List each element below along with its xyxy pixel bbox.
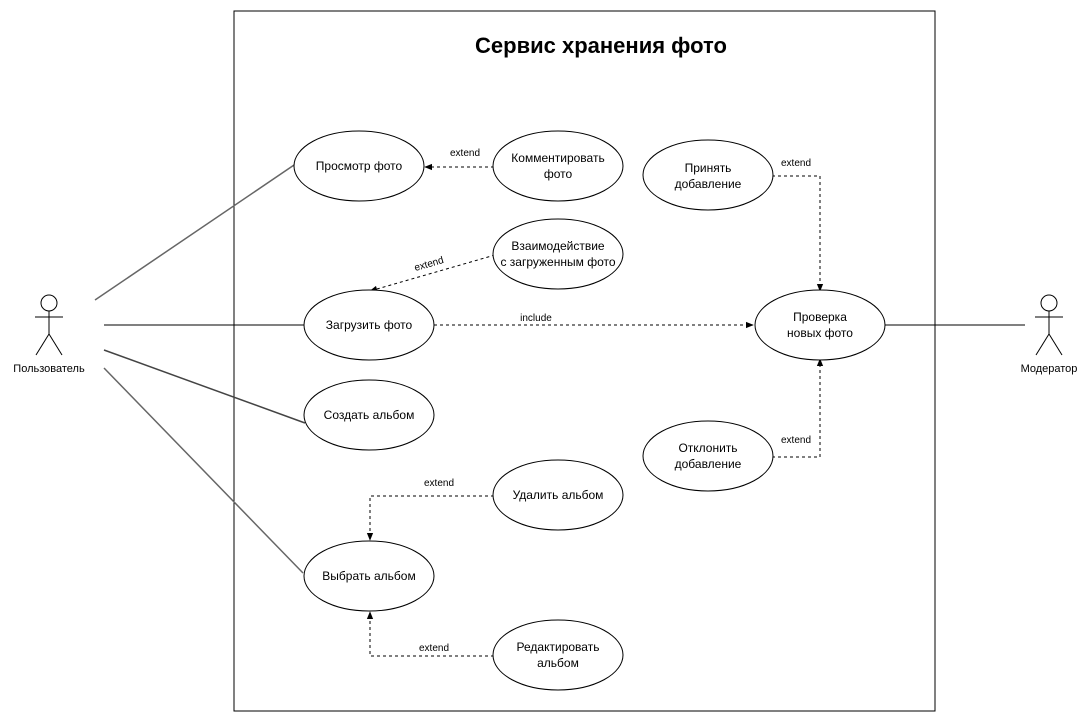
use-case-delete-album[interactable]: Удалить альбом xyxy=(492,459,624,531)
dep-reject-check xyxy=(772,358,824,458)
use-case-label: Выбрать альбом xyxy=(322,569,415,583)
use-case-label: добавление xyxy=(675,457,742,471)
use-case-upload[interactable]: Загрузить фото xyxy=(303,289,435,361)
use-case-reject[interactable]: Отклонить добавление xyxy=(642,420,774,492)
dep-delete-select xyxy=(366,495,494,541)
label-extend-reject-check: extend xyxy=(781,435,811,446)
use-case-label: Комментировать xyxy=(511,151,604,165)
use-case-label: альбом xyxy=(537,656,579,670)
use-case-view[interactable]: Просмотр фото xyxy=(293,130,425,202)
system-boundary xyxy=(233,10,936,712)
use-case-label: Проверка xyxy=(793,310,847,324)
use-case-label: Загрузить фото xyxy=(326,318,413,332)
use-case-check[interactable]: Проверка новых фото xyxy=(754,289,886,361)
actor-moderator[interactable] xyxy=(1035,294,1063,356)
use-case-create-album[interactable]: Создать альбом xyxy=(303,379,435,451)
use-case-edit-album[interactable]: Редактировать альбом xyxy=(492,619,624,691)
label-extend-accept-check: extend xyxy=(781,158,811,169)
assoc-user-create-album xyxy=(103,349,306,424)
use-case-select-album[interactable]: Выбрать альбом xyxy=(303,540,435,612)
use-case-label: Удалить альбом xyxy=(513,488,604,502)
label-include-upload-check: include xyxy=(520,313,552,324)
actor-user-label: Пользователь xyxy=(13,363,85,375)
assoc-user-view xyxy=(94,162,298,301)
use-case-label: Просмотр фото xyxy=(316,159,403,173)
system-title: Сервис хранения фото xyxy=(475,33,727,58)
use-case-label: Редактировать xyxy=(517,640,600,654)
actor-head xyxy=(40,294,58,312)
use-case-label: с загруженным фото xyxy=(500,255,615,269)
actor-head xyxy=(1040,294,1058,312)
user-associations xyxy=(94,162,306,574)
use-case-comment[interactable]: Комментировать фото xyxy=(492,130,624,202)
dep-interact-upload xyxy=(369,254,496,293)
dependencies xyxy=(366,163,824,657)
use-case-interact[interactable]: Взаимодействие с загруженным фото xyxy=(492,218,624,290)
use-case-label: Принять xyxy=(685,161,732,175)
dep-accept-check xyxy=(772,175,824,292)
assoc-user-select-album xyxy=(103,367,304,574)
label-extend-comment-view: extend xyxy=(450,148,480,159)
use-case-label: Отклонить xyxy=(678,441,737,455)
use-case-label: добавление xyxy=(675,177,742,191)
actor-moderator-label: Модератор xyxy=(1021,363,1078,375)
use-case-label: Взаимодействие xyxy=(511,239,604,253)
use-case-label: фото xyxy=(544,167,573,181)
use-case-accept[interactable]: Принять добавление xyxy=(642,139,774,211)
label-extend-edit-select: extend xyxy=(419,643,449,654)
use-case-label: новых фото xyxy=(787,326,853,340)
actor-user[interactable] xyxy=(35,294,63,356)
label-extend-delete-select: extend xyxy=(424,478,454,489)
use-case-label: Создать альбом xyxy=(324,408,415,422)
label-extend-interact-upload: extend xyxy=(413,255,445,274)
